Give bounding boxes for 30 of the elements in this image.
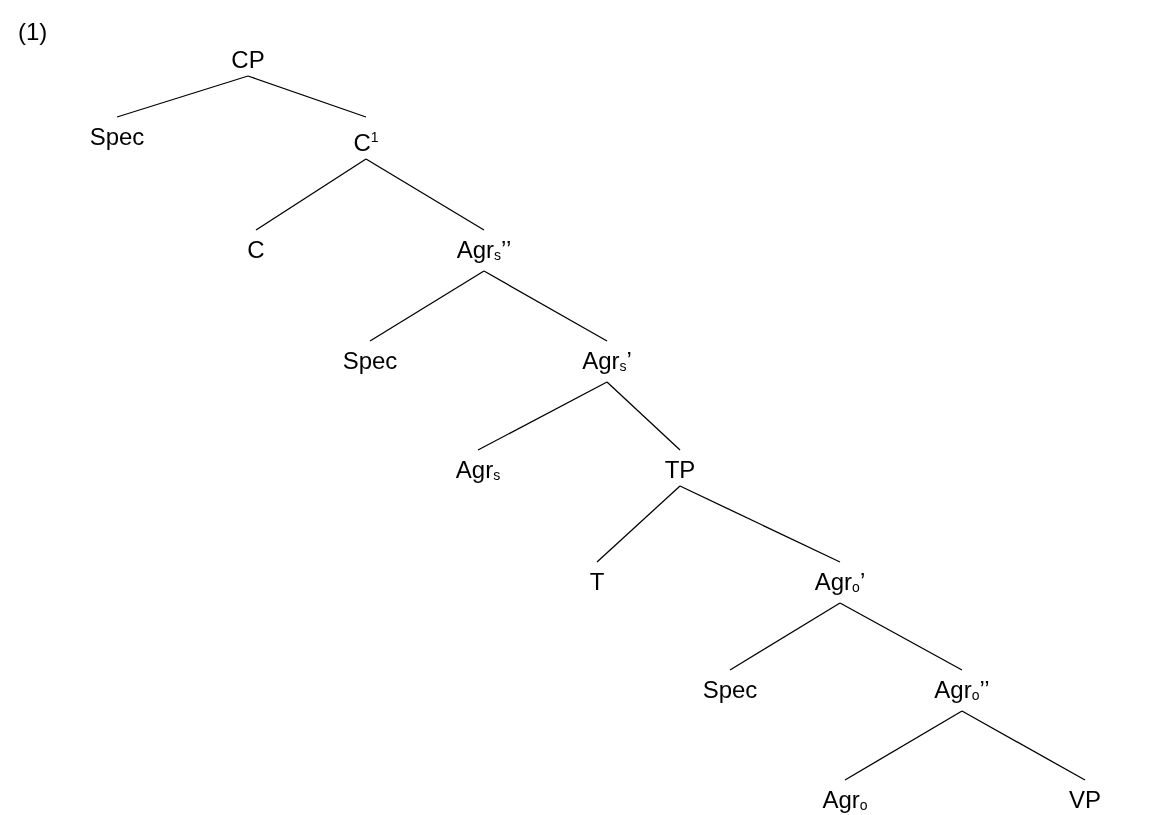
tree-node-label: Agr$_{s}$’’: [455, 236, 513, 269]
tree-branch: [477, 381, 608, 451]
tree-branch: [596, 485, 681, 563]
tree-branch: [839, 602, 963, 671]
tree-branch: [606, 381, 681, 451]
tree-branch: [369, 270, 485, 342]
tree-node-label: CP: [230, 46, 266, 74]
tree-branch: [729, 602, 841, 671]
tree-branch: [116, 75, 249, 118]
tree-node-label: TP: [663, 456, 697, 484]
tree-node-label: Agr$_{s}$’: [581, 347, 633, 380]
tree-node-label: Spec: [701, 676, 759, 704]
tree-node-label: Spec: [88, 123, 146, 151]
tree-node-label: VP: [1068, 786, 1102, 814]
tree-branch: [255, 158, 367, 231]
tree-node-label: Agr$_{o}$’’: [933, 676, 991, 709]
tree-branch: [483, 270, 608, 342]
tree-node-label: C$^{1}$: [352, 123, 380, 157]
tree-node-label: Agr$_{o}$’: [813, 568, 867, 601]
tree-node-label: Agr$_{s}$: [454, 456, 502, 489]
tree-branch: [247, 75, 367, 118]
tree-node-label: Spec: [341, 347, 399, 375]
tree-node-label: C: [246, 236, 266, 264]
tree-node-label: Agr$_{o}$: [821, 786, 869, 815]
tree-branch: [365, 158, 485, 231]
example-number: (1): [18, 18, 48, 46]
tree-branch: [844, 710, 963, 781]
tree-branch: [961, 710, 1086, 781]
tree-node-label: T: [588, 568, 606, 596]
tree-branch: [679, 485, 841, 563]
